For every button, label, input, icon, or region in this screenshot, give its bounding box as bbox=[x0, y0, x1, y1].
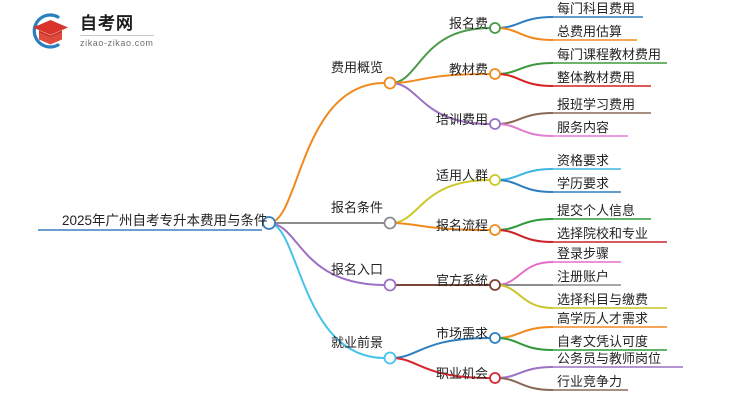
node-dot-baoming-tiaojian[interactable] bbox=[383, 216, 397, 230]
leaf-label-gongwuyuan-yu-jiaoshi-gangwei[interactable]: 公务员与教师岗位 bbox=[557, 351, 662, 366]
node-dot-shiyong-renqun[interactable] bbox=[489, 174, 501, 186]
leaf-label-zong-feiyong-gusuan[interactable]: 总费用估算 bbox=[557, 24, 623, 39]
node-dot-jiuye-qianjing[interactable] bbox=[383, 351, 397, 365]
branch-label-jiuye-qianjing[interactable]: 就业前景 bbox=[331, 335, 384, 350]
sub-label-shiyong-renqun[interactable]: 适用人群 bbox=[436, 168, 489, 183]
node-dot-guanfang-xitong[interactable] bbox=[489, 279, 501, 291]
root-node-label[interactable]: 2025年广州自考专升本费用与条件 bbox=[62, 213, 268, 228]
site-logo: 自考网 zikao-zikao.com bbox=[28, 8, 208, 54]
sub-label-zhiye-jihui[interactable]: 职业机会 bbox=[436, 366, 489, 381]
edge-tiaojian-to-renqun bbox=[390, 179, 491, 224]
edge-jiaocaifei-to-leaf2 bbox=[495, 73, 554, 87]
node-dot-zhiye-jihui[interactable] bbox=[489, 372, 501, 384]
leaf-label-zhuce-zhanghu[interactable]: 注册账户 bbox=[557, 269, 610, 284]
sub-label-peixun-feiyong[interactable]: 培训费用 bbox=[436, 112, 489, 127]
edge-renqun-to-leaf2 bbox=[495, 179, 554, 193]
sub-label-baomingfei[interactable]: 报名费 bbox=[449, 16, 489, 31]
sub-label-baoming-liucheng[interactable]: 报名流程 bbox=[436, 218, 489, 233]
leaf-label-zhengti-jiaocai-feiyong[interactable]: 整体教材费用 bbox=[557, 70, 636, 85]
edge-peixun-to-leaf2 bbox=[495, 123, 554, 137]
edge-xitong-to-leaf1 bbox=[495, 261, 554, 286]
brand-url: zikao-zikao.com bbox=[80, 37, 154, 48]
edge-feiyong-to-baomingfei bbox=[390, 27, 491, 84]
sub-label-jiaocaifei[interactable]: 教材费 bbox=[449, 62, 489, 77]
node-dot-baoming-rukou[interactable] bbox=[383, 278, 397, 292]
node-dot-baoming-liucheng[interactable] bbox=[489, 224, 501, 236]
edge-shichang-to-leaf1 bbox=[495, 326, 554, 339]
branch-label-feiyong-gailan[interactable]: 费用概览 bbox=[331, 60, 384, 75]
edge-zhiye-to-leaf1 bbox=[495, 366, 554, 379]
leaf-label-zikao-wenping-renkedu[interactable]: 自考文凭认可度 bbox=[557, 334, 649, 349]
leaf-label-gaoxueli-rencai-xuqiu[interactable]: 高学历人才需求 bbox=[557, 311, 649, 326]
leaf-label-tijiao-geren-xinxi[interactable]: 提交个人信息 bbox=[557, 203, 636, 218]
leaf-label-hangye-jingzhengli[interactable]: 行业竞争力 bbox=[557, 374, 623, 389]
node-dot-shichang-xuqiu[interactable] bbox=[489, 332, 501, 344]
node-dot-jiaocaifei[interactable] bbox=[489, 68, 501, 80]
brand-name: 自考网 bbox=[80, 15, 154, 36]
graduation-cap-icon bbox=[28, 11, 72, 51]
edge-shichang-to-leaf2 bbox=[495, 337, 554, 351]
edge-jiaocaifei-to-leaf1 bbox=[495, 62, 554, 75]
edge-tiaojian-to-liucheng bbox=[390, 222, 491, 231]
node-dot-baomingfei[interactable] bbox=[489, 22, 501, 34]
leaf-label-meimen-kemu-feiyong[interactable]: 每门科目费用 bbox=[557, 1, 636, 16]
leaf-label-meimen-kecheng-jiaocai-feiyong[interactable]: 每门课程教材费用 bbox=[557, 47, 662, 62]
edge-jiuye-to-zhiye bbox=[390, 357, 491, 379]
leaf-label-fuwu-neirong[interactable]: 服务内容 bbox=[557, 120, 610, 135]
leaf-label-xueli-yaoqiu[interactable]: 学历要求 bbox=[557, 176, 610, 191]
brand-text-block: 自考网 zikao-zikao.com bbox=[80, 15, 154, 48]
leaf-label-baoban-xuexi-feiyong[interactable]: 报班学习费用 bbox=[557, 97, 636, 112]
sub-label-guanfang-xitong[interactable]: 官方系统 bbox=[436, 273, 489, 288]
sub-label-shichang-xuqiu[interactable]: 市场需求 bbox=[436, 326, 489, 341]
edge-baomingfei-to-leaf1 bbox=[495, 16, 554, 29]
node-dot-root[interactable] bbox=[262, 216, 276, 230]
logo-svg bbox=[32, 13, 68, 49]
branch-label-baoming-tiaojian[interactable]: 报名条件 bbox=[331, 200, 384, 215]
node-dot-feiyong-gailan[interactable] bbox=[383, 76, 397, 90]
leaf-label-zige-yaoqiu[interactable]: 资格要求 bbox=[557, 153, 610, 168]
edge-feiyong-to-peixunfeiyong bbox=[390, 82, 491, 125]
edge-renqun-to-leaf1 bbox=[495, 168, 554, 181]
edge-zhiye-to-leaf2 bbox=[495, 377, 554, 391]
leaf-label-xuanze-kemu-yu-jiaofei[interactable]: 选择科目与缴费 bbox=[557, 292, 649, 307]
edge-liucheng-to-leaf2 bbox=[495, 229, 554, 243]
edge-peixun-to-leaf1 bbox=[495, 112, 554, 125]
edge-baomingfei-to-leaf2 bbox=[495, 27, 554, 41]
edge-jiuye-to-shichang bbox=[390, 337, 491, 359]
edge-xitong-to-leaf3 bbox=[495, 284, 554, 309]
edge-root-to-feiyong bbox=[268, 82, 386, 224]
leaf-label-xuanze-yuanxiao-zhuanye[interactable]: 选择院校和专业 bbox=[557, 226, 649, 241]
edge-root-to-baomingrukou bbox=[268, 222, 386, 286]
node-dot-peixun-feiyong[interactable] bbox=[489, 118, 501, 130]
leaf-label-denglu-buzhou[interactable]: 登录步骤 bbox=[557, 246, 610, 261]
edge-root-to-jiuyeqianjing bbox=[268, 222, 386, 359]
branch-label-baoming-rukou[interactable]: 报名入口 bbox=[331, 262, 384, 277]
edge-feiyong-to-jiaocaifei bbox=[390, 73, 491, 84]
edge-liucheng-to-leaf1 bbox=[495, 218, 554, 231]
